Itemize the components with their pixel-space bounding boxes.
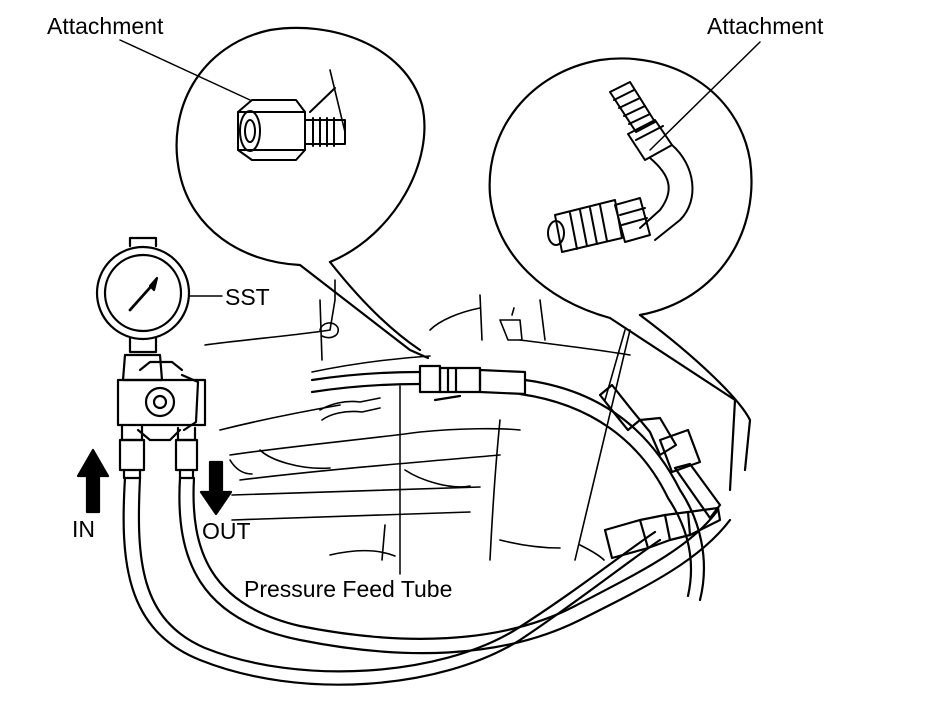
leader-attachment-right bbox=[649, 41, 761, 151]
hose-in bbox=[122, 476, 662, 686]
attachment-fitting-left bbox=[237, 69, 346, 161]
label-in: IN bbox=[72, 516, 95, 542]
pressure-gauge bbox=[95, 236, 191, 354]
out-arrow-icon bbox=[199, 460, 233, 516]
label-attachment-right: Attachment bbox=[707, 13, 824, 39]
label-attachment-left: Attachment bbox=[47, 13, 164, 39]
attachment-fitting-right bbox=[547, 81, 694, 253]
hose-to-feed bbox=[518, 378, 706, 602]
magnifier-bubble-right bbox=[488, 57, 753, 492]
hose-fitting-upper bbox=[598, 383, 722, 520]
engine-background bbox=[204, 279, 631, 561]
hose-out bbox=[178, 476, 732, 655]
in-arrow-icon bbox=[76, 448, 110, 514]
label-out: OUT bbox=[202, 518, 251, 544]
leader-attachment-left bbox=[119, 39, 251, 101]
label-sst: SST bbox=[225, 284, 270, 310]
pressure-feed-tube-fitting bbox=[310, 364, 527, 402]
hose-fitting-lower bbox=[603, 506, 722, 560]
magnifier-bubble-left bbox=[175, 26, 430, 360]
valve-body bbox=[116, 353, 207, 480]
label-pressure-feed-tube: Pressure Feed Tube bbox=[244, 576, 453, 602]
